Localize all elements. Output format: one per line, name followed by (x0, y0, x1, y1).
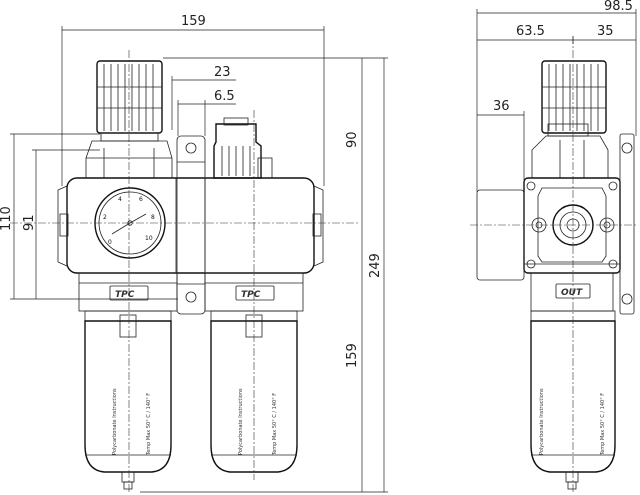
dim-side-36: 36 (493, 99, 510, 114)
dim-side-35: 35 (597, 24, 614, 39)
brand-label-left: TPC (115, 290, 135, 300)
gauge-number-4: 4 (118, 196, 122, 203)
filter-bowl: Polycarbonate Instructions Temp Max 50° … (84, 310, 172, 490)
side-bowl: Polycarbonate Instructions Temp Max 50° … (530, 310, 616, 490)
regulator-knob (85, 60, 173, 179)
side-bowl-text-2: Temp Max 50° C / 140° F (600, 393, 606, 456)
gauge-number-6: 6 (139, 196, 143, 203)
brand-label-right: TPC (241, 290, 261, 300)
bowl-text-left-2: Temp Max 50° C / 140° F (146, 393, 152, 456)
dim-front-90: 90 (345, 131, 360, 148)
dim-side-63-5: 63.5 (516, 24, 545, 39)
front-view: 0 2 4 6 8 10 TPC TPC Polycarbonate Instr… (0, 14, 388, 493)
bowl-text-right-1: Polycarbonate Instructions (238, 388, 244, 455)
lubricator-cap (213, 117, 273, 179)
dim-front-91: 91 (22, 214, 37, 231)
bracket (176, 135, 206, 315)
side-center-lines (470, 36, 636, 492)
dim-front-23: 23 (214, 65, 231, 80)
dim-front-249: 249 (368, 253, 383, 278)
front-center-lines (10, 50, 360, 492)
brand-plates: TPC TPC (109, 285, 275, 301)
side-view: OUT Polycarbonate Instructions Temp Max … (470, 0, 637, 492)
side-body: OUT (476, 133, 635, 315)
gauge-number-10: 10 (145, 235, 153, 242)
dim-front-110: 110 (0, 206, 14, 231)
side-dimensions: 98.5 63.5 35 36 (476, 0, 637, 192)
dim-front-width: 159 (181, 14, 206, 29)
side-bowl-text-1: Polycarbonate Instructions (539, 388, 545, 455)
port-label-out: OUT (561, 288, 583, 298)
gauge-number-0: 0 (108, 239, 112, 246)
bowl-text-right-2: Temp Max 50° C / 140° F (272, 393, 278, 456)
main-body (57, 177, 324, 312)
side-knob (531, 60, 609, 179)
gauge-number-8: 8 (151, 214, 155, 221)
dim-front-6-5: 6.5 (214, 89, 235, 104)
dim-side-width: 98.5 (604, 0, 633, 14)
front-dimensions: 159 23 6.5 110 91 90 249 15 (0, 14, 388, 493)
dim-front-159-vertical: 159 (345, 343, 360, 368)
bowl-text-left-1: Polycarbonate Instructions (112, 388, 118, 455)
gauge-number-2: 2 (103, 214, 107, 221)
